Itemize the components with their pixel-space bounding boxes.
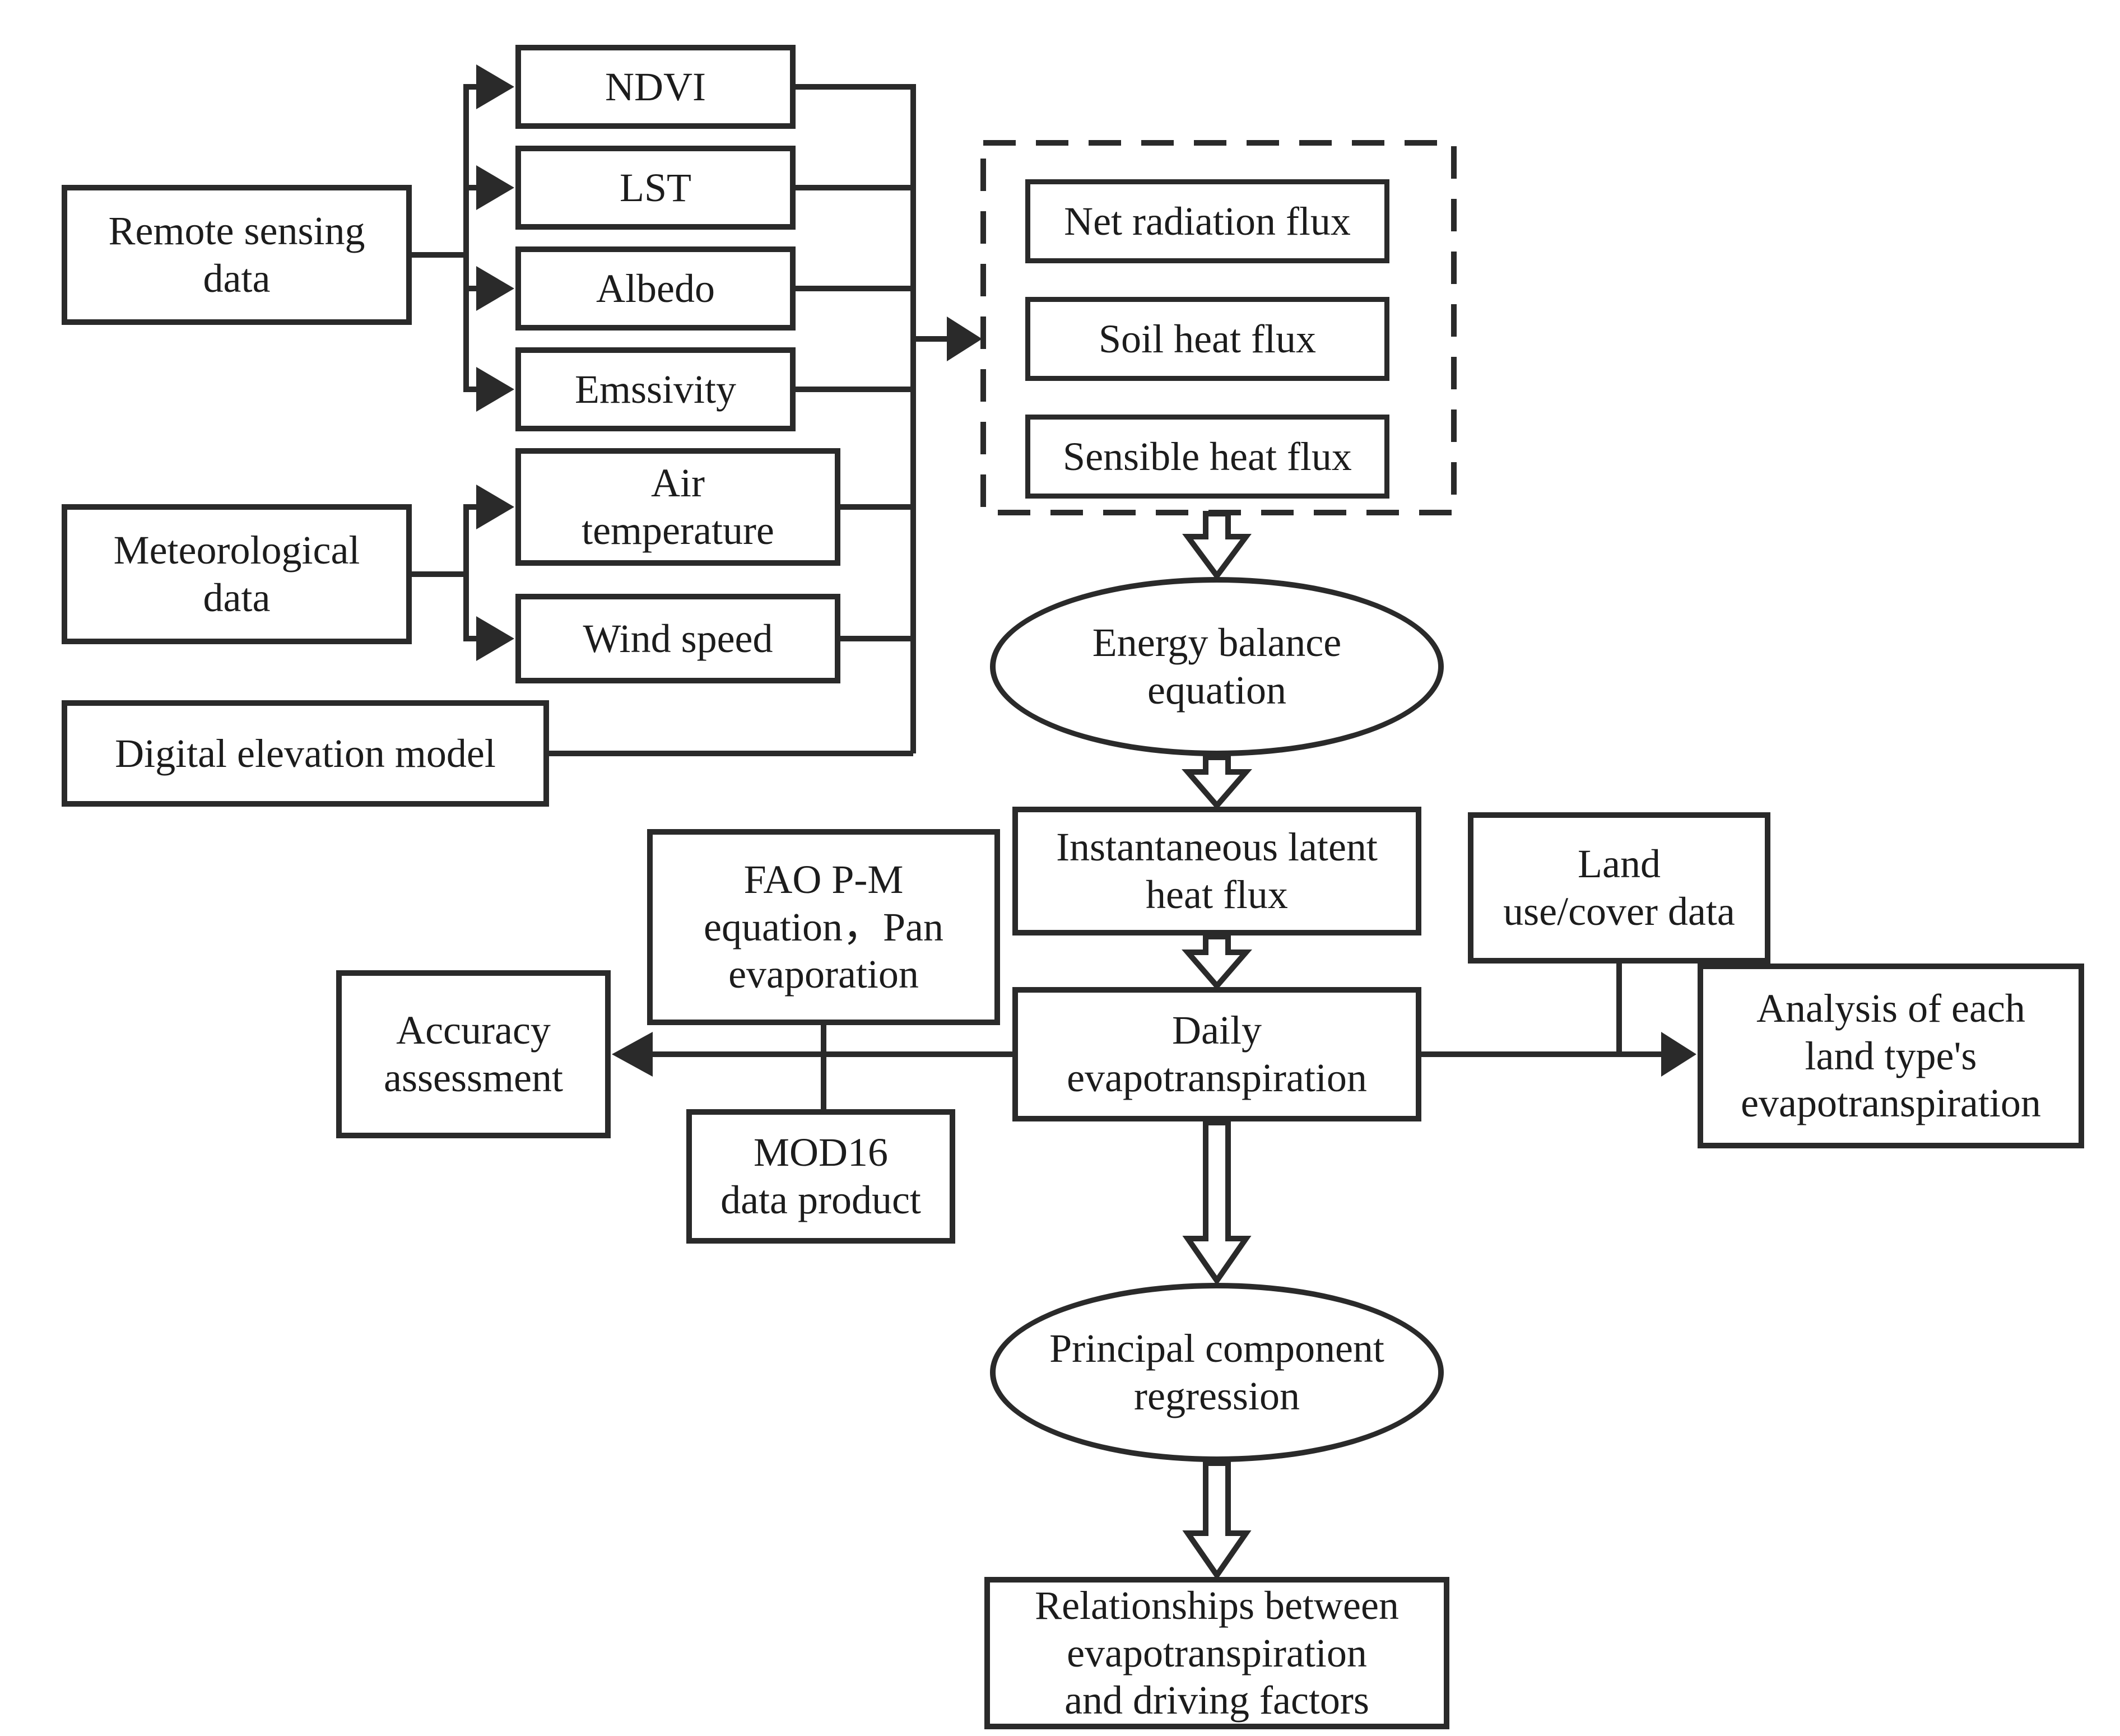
- arrow-to-wind-speed-icon: [476, 616, 514, 661]
- node-albedo: Albedo: [515, 246, 796, 331]
- hollow-arrow-daily-to-pcr-icon: [1182, 1120, 1252, 1286]
- node-principal-component-regression: Principal component regression: [990, 1283, 1444, 1462]
- arrow-to-emssivity-icon: [476, 367, 514, 412]
- node-daily-evapotranspiration: Daily evapotranspiration: [1012, 987, 1421, 1121]
- node-relationships-driving-factors: Relationships between evapotranspiration…: [984, 1577, 1449, 1729]
- node-mod16-data-product: MOD16 data product: [686, 1109, 955, 1244]
- node-meteorological-data: Meteorological data: [62, 504, 412, 644]
- node-air-temperature: Air temperature: [515, 448, 840, 566]
- node-accuracy-assessment: Accuracy assessment: [336, 970, 611, 1138]
- hollow-arrow-instantaneous-to-daily-icon: [1182, 934, 1252, 990]
- node-sensible-heat-flux: Sensible heat flux: [1025, 415, 1389, 499]
- arrow-to-ndvi-icon: [476, 64, 514, 109]
- node-fao-pm-pan-evaporation: FAO P-M equation，Pan evaporation: [647, 829, 1000, 1025]
- node-ndvi: NDVI: [515, 45, 796, 129]
- arrow-to-flux-group-icon: [947, 317, 982, 361]
- node-wind-speed: Wind speed: [515, 594, 840, 683]
- node-lst: LST: [515, 146, 796, 230]
- node-emssivity: Emssivity: [515, 347, 796, 431]
- node-land-use-cover-data: Land use/cover data: [1468, 812, 1770, 964]
- connector-lines: [412, 84, 1662, 1109]
- hollow-arrow-flux-to-energy-icon: [1182, 511, 1252, 581]
- hollow-arrow-pcr-to-relationships-icon: [1182, 1460, 1252, 1580]
- arrow-to-albedo-icon: [476, 266, 514, 311]
- arrow-to-accuracy-icon: [612, 1032, 653, 1077]
- arrow-to-air-temperature-icon: [476, 485, 514, 529]
- node-analysis-land-type-evapotranspiration: Analysis of each land type's evapotransp…: [1698, 964, 2084, 1148]
- node-instantaneous-latent-heat-flux: Instantaneous latent heat flux: [1012, 807, 1421, 936]
- node-remote-sensing-data: Remote sensing data: [62, 185, 412, 325]
- arrow-to-analysis-icon: [1661, 1032, 1696, 1077]
- arrow-to-lst-icon: [476, 165, 514, 210]
- node-digital-elevation-model: Digital elevation model: [62, 700, 549, 807]
- node-soil-heat-flux: Soil heat flux: [1025, 297, 1389, 381]
- node-energy-balance-equation: Energy balance equation: [990, 577, 1444, 756]
- node-net-radiation-flux: Net radiation flux: [1025, 179, 1389, 263]
- hollow-arrow-energy-to-instantaneous-icon: [1182, 755, 1252, 810]
- solid-arrowheads: [476, 64, 1696, 1077]
- hollow-arrows: [1182, 511, 1252, 1580]
